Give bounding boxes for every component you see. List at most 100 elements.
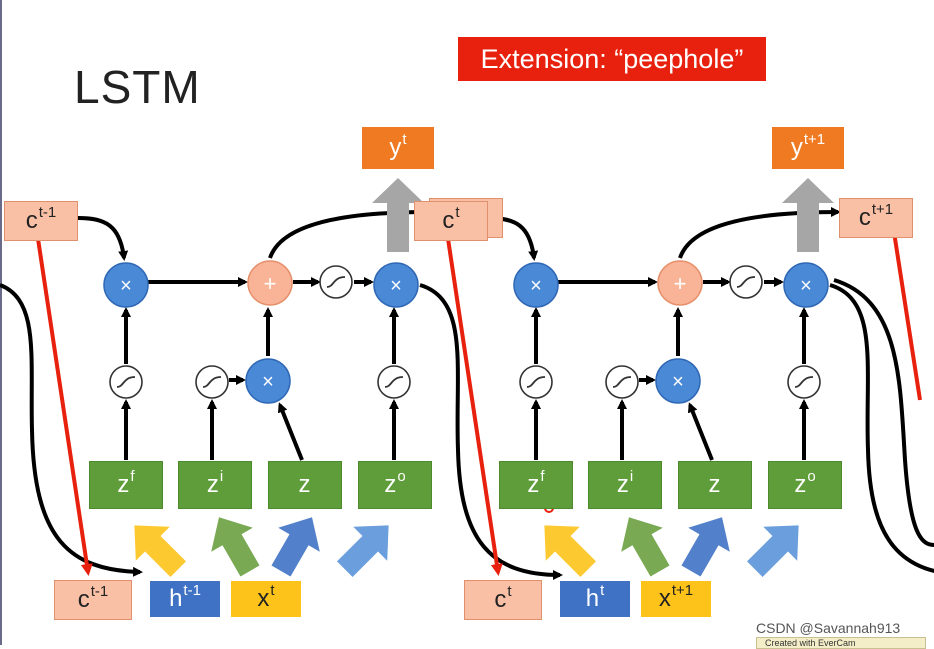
block2-gate-box-3-base-text: z bbox=[794, 471, 807, 498]
block2-gate-box-3-superscript: o bbox=[807, 467, 816, 485]
block2-peephole-c-box-base-text: c bbox=[494, 586, 507, 613]
block2-output-y-box-superscript: t+1 bbox=[803, 130, 826, 148]
block2-cell-in-box-superscript: t bbox=[455, 203, 460, 221]
block1-peephole-line bbox=[35, 231, 93, 576]
block2-input-arrow-zf bbox=[544, 525, 596, 577]
block1-forget-sigmoid-node bbox=[109, 365, 143, 399]
block1-add-node: + bbox=[247, 260, 293, 306]
block1-z-to-mulin bbox=[277, 402, 304, 461]
block2-h-box-superscript: t bbox=[600, 581, 605, 599]
block2-forget-sigmoid-node bbox=[519, 365, 553, 399]
block1-gate-box-3-base-text: z bbox=[384, 471, 397, 498]
block2-output-sigmoid-node bbox=[787, 365, 821, 399]
block1-cell-in-box-superscript: t-1 bbox=[38, 203, 57, 221]
block2-input-arrow-zo bbox=[747, 525, 799, 577]
block1-input-arrow-z bbox=[271, 517, 320, 577]
block1-gate-box-2-base-text: z bbox=[298, 471, 311, 498]
block2-forget-multiply-node-symbol: × bbox=[530, 275, 542, 297]
block1-peephole-c-box-superscript: t-1 bbox=[90, 582, 109, 600]
block1-forget-multiply-node-symbol: × bbox=[120, 275, 132, 297]
incoming-h-line-left bbox=[0, 283, 143, 577]
block1-gate-box-0-superscript: f bbox=[130, 467, 135, 485]
block1-x-box-base-text: x bbox=[257, 585, 270, 612]
csdn-watermark: CSDN @Savannah913 bbox=[756, 620, 901, 636]
block2-input-multiply-node-symbol: × bbox=[672, 371, 684, 393]
left-edge-divider bbox=[0, 0, 2, 645]
block2-gate-box-0-superscript: f bbox=[540, 467, 545, 485]
block1-add-node-symbol: + bbox=[264, 271, 277, 296]
block2-gate-box-2-base-text: z bbox=[708, 471, 721, 498]
evercam-stamp: Created with EverCam bbox=[756, 637, 926, 649]
block2-peephole-line bbox=[445, 231, 503, 576]
block1-gate-box-1-base-text: z bbox=[206, 471, 219, 498]
block2-cell-in-box-base-text: c bbox=[442, 207, 455, 234]
block2-h-box-base-text: h bbox=[585, 585, 600, 612]
block1-input-multiply-node-symbol: × bbox=[262, 371, 274, 393]
block2-input-arrow-zi bbox=[621, 517, 670, 577]
block1-output-up-arrow bbox=[372, 178, 424, 252]
block1-h-box-base-text: h bbox=[169, 585, 183, 612]
block2-output-y-box-base-text: y bbox=[790, 134, 803, 161]
block2-output-multiply-node-symbol: × bbox=[800, 275, 812, 297]
block1-output-y-box-base-text: y bbox=[389, 134, 402, 161]
block2-output-multiply-node: × bbox=[783, 262, 829, 308]
block1-input-sigmoid-node bbox=[195, 365, 229, 399]
block2-input-arrow-z bbox=[681, 517, 730, 577]
block2-input-multiply-node: × bbox=[655, 358, 701, 404]
block2-cell-out-box-base-text: c bbox=[858, 204, 871, 231]
block2-tanh-node bbox=[729, 265, 763, 299]
block1-tanh-node bbox=[319, 265, 353, 299]
block2-gate-box-1-superscript: i bbox=[629, 467, 634, 485]
block1-input-multiply-node: × bbox=[245, 358, 291, 404]
block1-cell-in-box-base-text: c bbox=[25, 207, 38, 234]
block2-output-up-arrow bbox=[782, 178, 834, 252]
block2-peephole-c-box-superscript: t bbox=[507, 582, 512, 600]
block2-x-box-base-text: x bbox=[658, 585, 671, 612]
block1-output-multiply-node: × bbox=[373, 262, 419, 308]
block1-gate-box-0-base-text: z bbox=[117, 471, 130, 498]
block1-forget-multiply-node: × bbox=[103, 262, 149, 308]
block1-input-arrow-zo bbox=[337, 525, 389, 577]
block2-cell-out-box-superscript: t+1 bbox=[871, 200, 894, 218]
block1-gate-box-3-superscript: o bbox=[397, 467, 406, 485]
block2-add-node-symbol: + bbox=[674, 271, 687, 296]
block1-out-to-next-h bbox=[419, 283, 563, 580]
block1-input-arrow-zf bbox=[134, 525, 186, 577]
block1-gate-box-1-superscript: i bbox=[219, 467, 224, 485]
block2-add-node: + bbox=[657, 260, 703, 306]
slide-title: LSTM bbox=[74, 61, 201, 113]
outgoing-h-line-right bbox=[833, 278, 934, 547]
block2-x-box-superscript: t+1 bbox=[671, 581, 694, 599]
block2-forget-multiply-node: × bbox=[513, 262, 559, 308]
block1-output-y-box-superscript: t bbox=[402, 130, 407, 148]
block2-gate-box-1-base-text: z bbox=[616, 471, 629, 498]
block1-cin-to-forget-mul bbox=[77, 216, 129, 261]
block1-x-box-superscript: t bbox=[270, 581, 275, 599]
block2-z-to-mulin bbox=[687, 402, 714, 461]
block1-output-multiply-node-symbol: × bbox=[390, 275, 402, 297]
block2-gate-box-2: z bbox=[678, 461, 752, 509]
block1-h-box-superscript: t-1 bbox=[183, 581, 201, 599]
block2-input-sigmoid-node bbox=[605, 365, 639, 399]
block2-out-to-next-h bbox=[829, 283, 934, 573]
peephole-line-right-partial bbox=[892, 231, 922, 401]
block1-input-arrow-zi bbox=[211, 517, 260, 577]
